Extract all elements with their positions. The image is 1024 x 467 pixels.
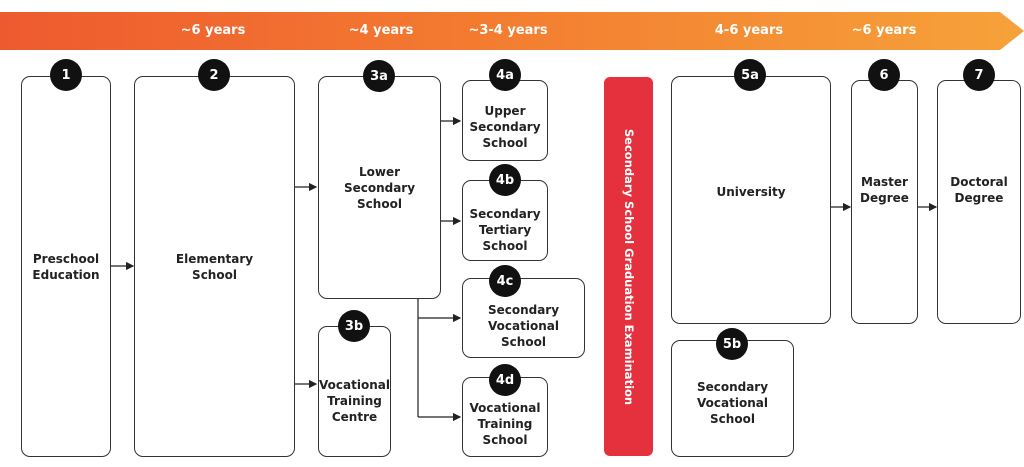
node-label: Secondary Vocational School: [696, 379, 769, 426]
duration-label-elementary: ~6 years: [180, 23, 246, 38]
node-label: Upper Secondary School: [469, 103, 541, 150]
node-label: Master Degree: [860, 175, 909, 205]
duration-banner: [0, 12, 1024, 50]
node-label: Lower Secondary School: [343, 164, 416, 211]
badge-4c: 4c: [489, 265, 521, 297]
node-elementary-school: Elementary School: [134, 76, 295, 457]
node-vocational-training-centre: Vocational Training Centre: [318, 326, 391, 457]
node-secondary-vocational-school-4c: Secondary Vocational School: [462, 278, 585, 358]
badge-2: 2: [198, 59, 230, 91]
badge-5a: 5a: [734, 59, 766, 91]
duration-label-upper-secondary: ~3-4 years: [468, 23, 548, 38]
graduation-exam-bar: Secondary School Graduation Examination: [604, 77, 653, 456]
node-preschool-education: Preschool Education: [21, 76, 111, 457]
node-master-degree: Master Degree: [851, 80, 918, 324]
node-label: University: [716, 185, 786, 199]
badge-6: 6: [868, 59, 900, 91]
node-label: Doctoral Degree: [950, 175, 1008, 205]
badge-3b: 3b: [338, 310, 370, 342]
duration-label-master: ~6 years: [851, 23, 917, 38]
node-label: Preschool Education: [32, 251, 100, 282]
badge-4d: 4d: [489, 364, 521, 396]
duration-label-lower-secondary: ~4 years: [348, 23, 414, 38]
node-label: Vocational Training Centre: [319, 377, 390, 424]
node-lower-secondary-school: Lower Secondary School: [318, 76, 441, 299]
badge-3a: 3a: [363, 60, 395, 92]
badge-4a: 4a: [489, 59, 521, 91]
duration-label-university: 4-6 years: [714, 23, 784, 38]
badge-7: 7: [963, 59, 995, 91]
node-label: Secondary Tertiary School: [469, 206, 541, 253]
node-doctoral-degree: Doctoral Degree: [937, 80, 1021, 324]
node-upper-secondary-school: Upper Secondary School: [462, 80, 548, 161]
graduation-exam-label: Secondary School Graduation Examination: [621, 128, 636, 405]
badge-5b: 5b: [716, 328, 748, 360]
node-university: University: [671, 76, 831, 324]
node-label: Secondary Vocational School: [487, 303, 560, 349]
node-label: Vocational Training School: [469, 401, 541, 447]
badge-4b: 4b: [489, 164, 521, 196]
badge-1: 1: [50, 59, 82, 91]
node-label: Elementary School: [175, 251, 254, 282]
